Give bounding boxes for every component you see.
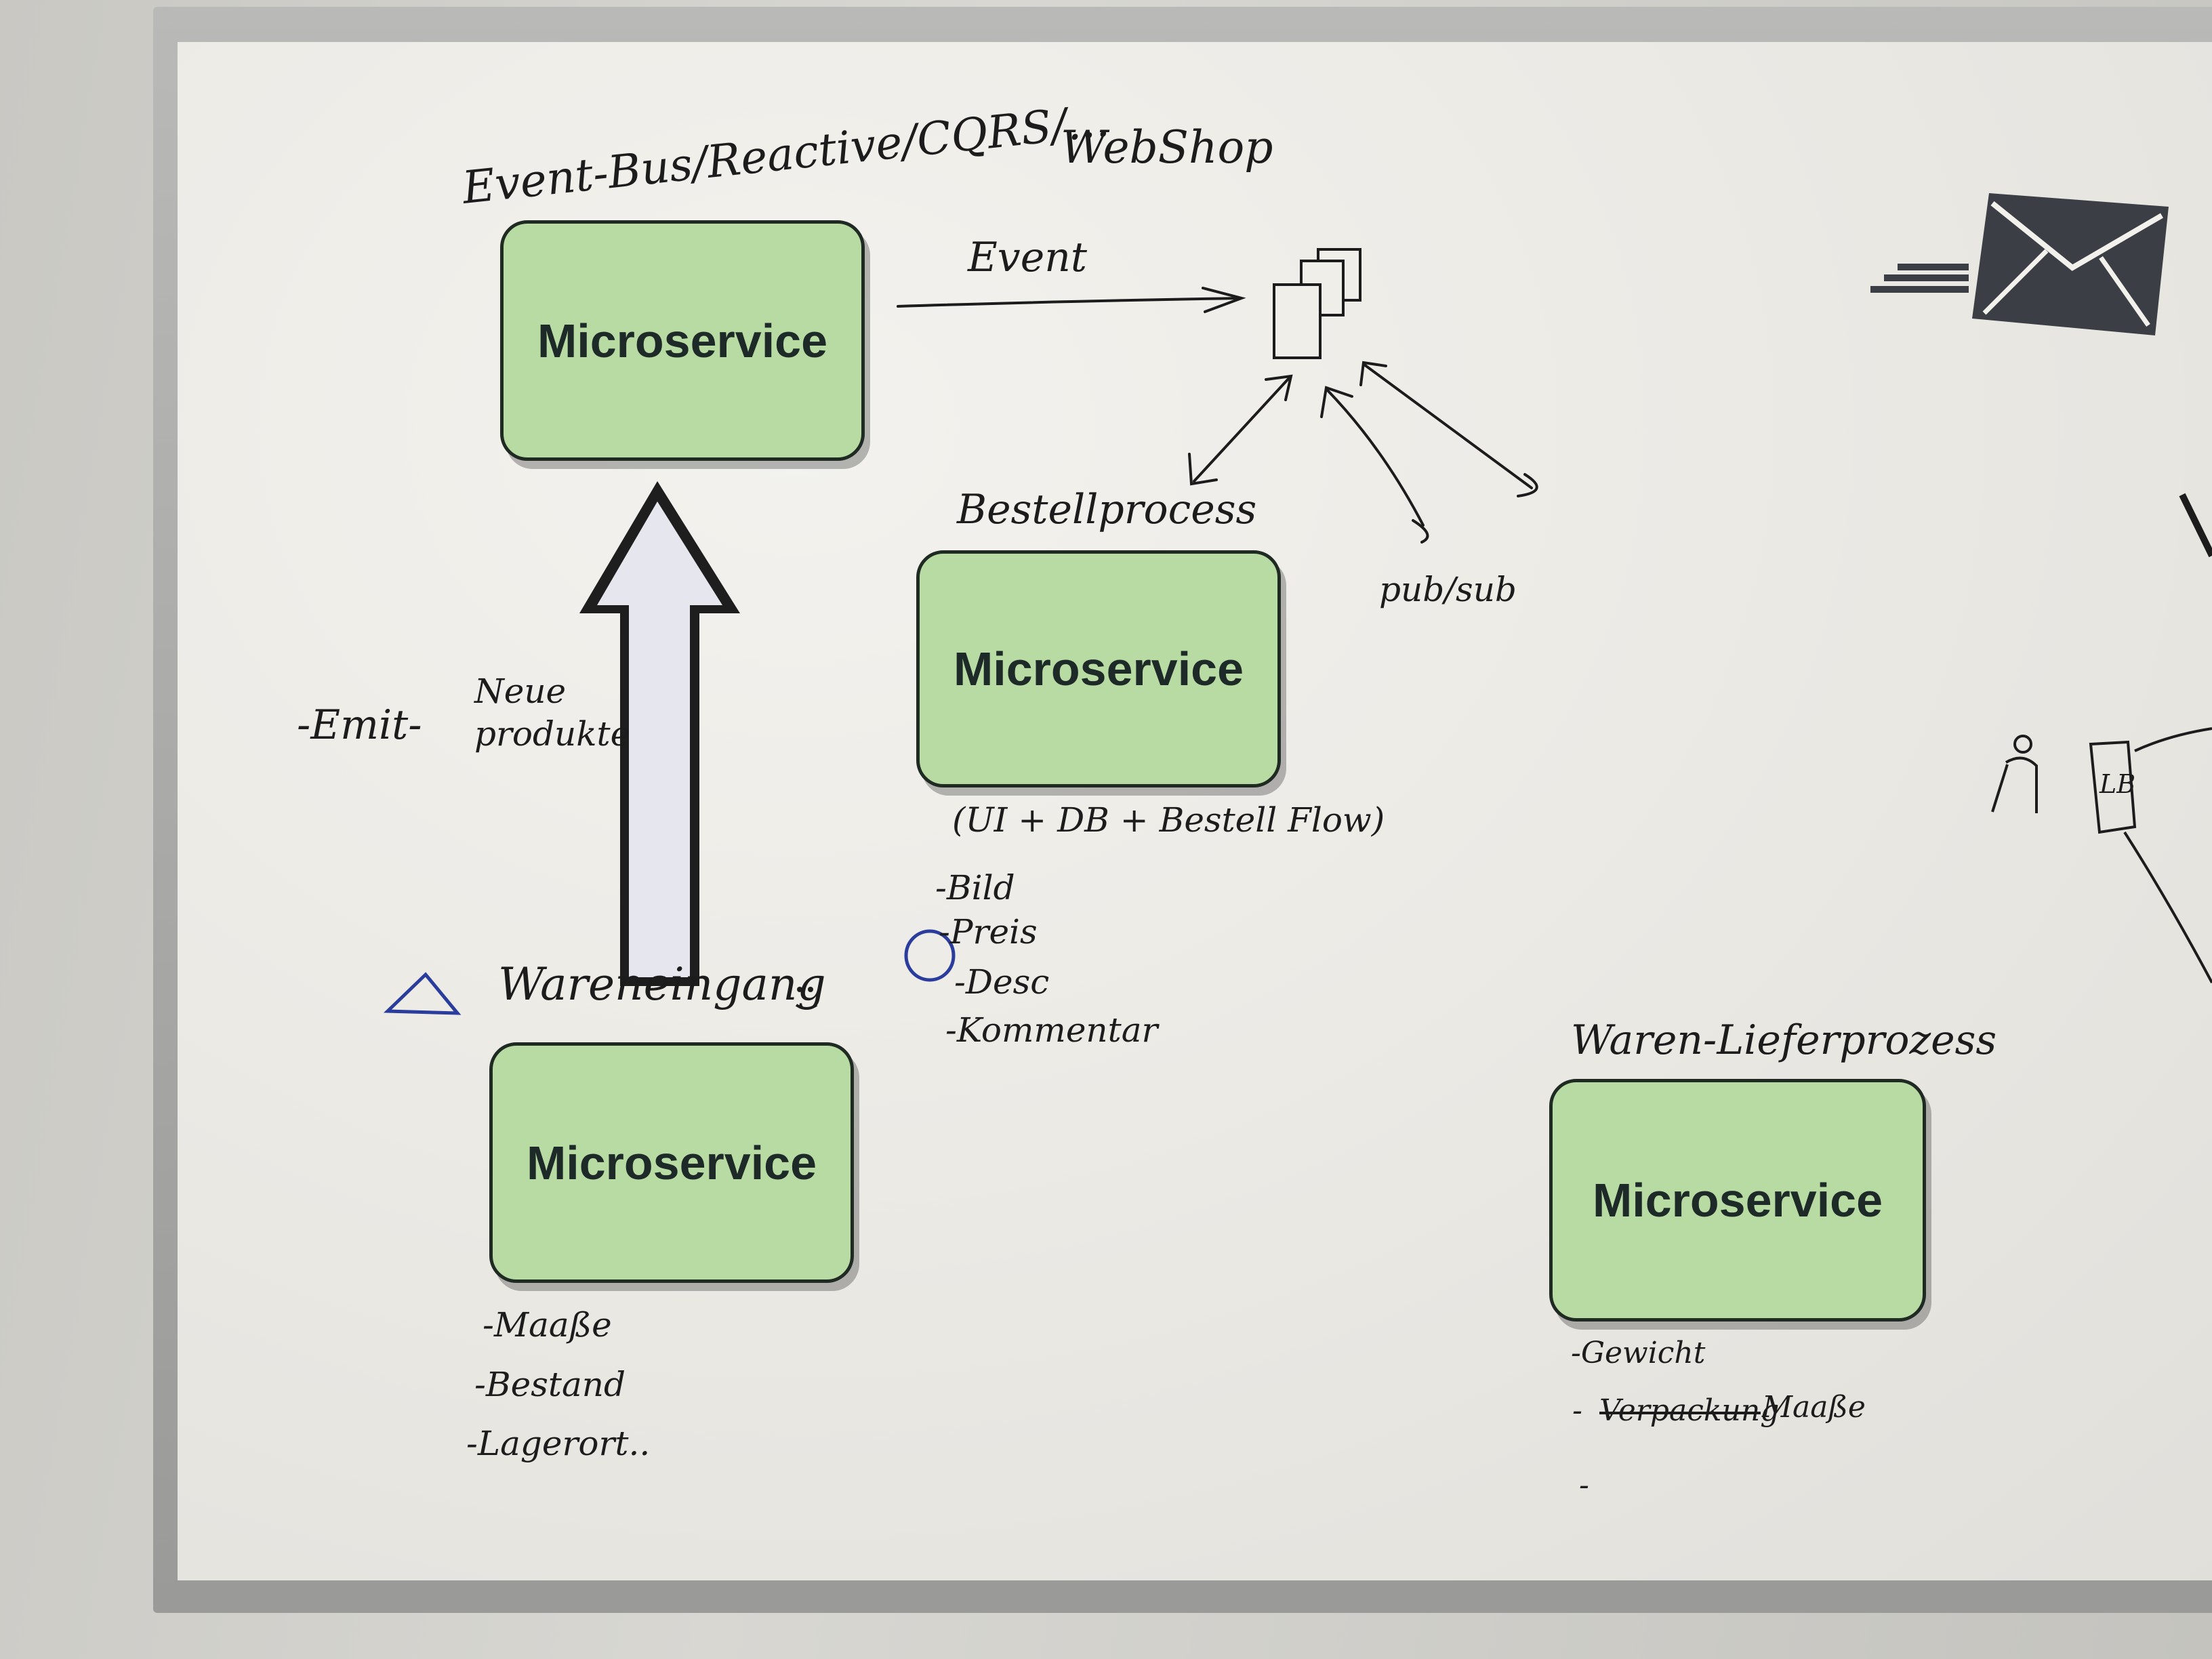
list-item: -Maaße (483, 1305, 612, 1345)
list-item: -Bild (935, 868, 1015, 907)
microservice-card-bestell: Microservice (916, 550, 1281, 787)
event-label: Event (968, 234, 1087, 281)
list-item: -Bestand (474, 1365, 626, 1404)
emit-label: -Emit- (297, 701, 422, 749)
lb-label: LB (2100, 769, 2136, 799)
wareneingang-label: Wareneingang (498, 958, 826, 1010)
microservice-label: Microservice (526, 1136, 817, 1189)
list-item: -Gewicht (1571, 1336, 1706, 1370)
list-item: -Kommentar (945, 1010, 1158, 1050)
microservice-label: Microservice (1592, 1174, 1883, 1227)
microservice-card-top: Microservice (500, 220, 865, 461)
list-item: -Preis (939, 912, 1038, 951)
microservice-card-lager: Microservice (489, 1042, 854, 1283)
neue-label: Neue (474, 672, 567, 711)
bestell-tech-label: (UI + DB + Bestell Flow) (952, 800, 1385, 840)
heading-webshop: WebShop (1061, 121, 1273, 173)
list-item-dash: - (1572, 1393, 1582, 1428)
microservice-card-liefer: Microservice (1549, 1079, 1926, 1322)
produkte-label: produkte (474, 714, 631, 754)
bestellprocess-label: Bestellprocess (957, 486, 1257, 533)
pubsub-label: pub/sub (1379, 570, 1517, 609)
list-item: Maaße (1762, 1390, 1866, 1425)
microservice-label: Microservice (537, 314, 828, 367)
list-item: - (1579, 1468, 1589, 1502)
list-item: -Desc (954, 962, 1050, 1002)
microservice-label: Microservice (953, 642, 1244, 695)
list-item: Verpackung (1599, 1393, 1780, 1428)
waren-lieferprozess-label: Waren-Lieferprozess (1571, 1017, 1997, 1064)
list-item: -Lagerort.. (466, 1424, 651, 1463)
